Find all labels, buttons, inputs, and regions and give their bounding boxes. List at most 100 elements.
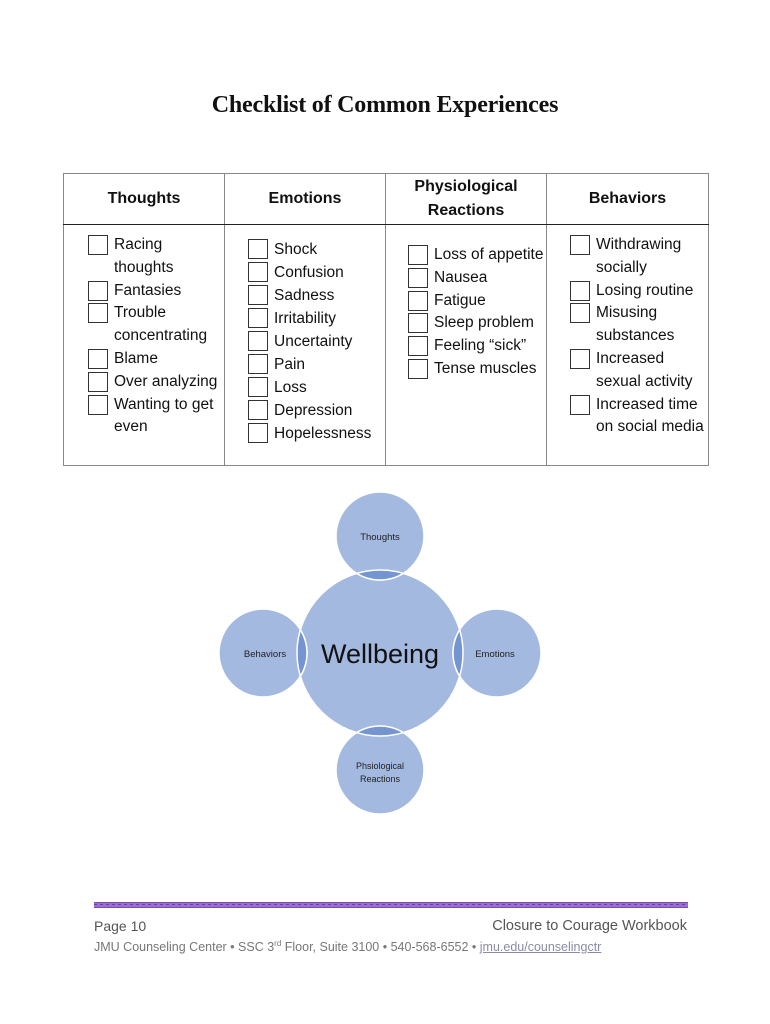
checkbox[interactable]: [408, 313, 428, 334]
checklist-item[interactable]: Over analyzing: [88, 371, 224, 394]
checklist-item-label: Misusing substances: [596, 304, 675, 345]
counseling-website-link[interactable]: jmu.edu/counselingctr: [479, 940, 602, 955]
checkbox[interactable]: [248, 331, 268, 351]
contact-prefix: JMU Counseling Center • SSC 3: [94, 940, 275, 955]
checklist-item[interactable]: Loss of appetite: [408, 244, 546, 267]
column-header-behaviors: Behaviors: [546, 173, 709, 225]
checklist-item[interactable]: Trouble concentrating: [88, 302, 224, 348]
checklist-item[interactable]: Misusing substances: [570, 302, 708, 348]
checklist-item[interactable]: Sadness: [248, 284, 385, 307]
physiological-overlap: [335, 725, 425, 736]
checkbox[interactable]: [570, 348, 590, 369]
checklist-item[interactable]: Tense muscles: [408, 358, 546, 381]
checklist-item-label: Feeling “sick”: [434, 337, 527, 355]
emotions-label: Emotions: [475, 649, 515, 660]
checkbox[interactable]: [248, 239, 268, 259]
checklist-item-label: Losing routine: [596, 281, 694, 299]
checkbox[interactable]: [88, 394, 108, 415]
checklist-item-label: Tense muscles: [434, 359, 537, 377]
checklist-item[interactable]: Irritability: [248, 307, 385, 330]
checklist-item[interactable]: Fatigue: [408, 290, 546, 313]
checkbox[interactable]: [248, 285, 268, 305]
checklist-item-label: Fantasies: [114, 281, 182, 299]
checklist-item-label: Trouble concentrating: [114, 304, 208, 345]
checklist-item-label: Fatigue: [434, 291, 486, 309]
checkbox[interactable]: [408, 245, 428, 265]
checklist-item-label: Wanting to get even: [114, 395, 214, 436]
checklist-item-label: Sadness: [274, 287, 335, 304]
column-header-physiological-text: Physiological Reactions: [414, 178, 518, 219]
checkbox[interactable]: [248, 354, 268, 374]
contact-sup: rd: [274, 939, 282, 948]
workbook-title: Closure to Courage Workbook: [492, 918, 687, 934]
wellbeing-diagram: Wellbeing Thoughts Emotions Behaviors Ph…: [218, 491, 542, 815]
checkbox[interactable]: [408, 358, 428, 379]
checklist-item-label: Nausea: [434, 268, 488, 286]
thoughts-overlap: [335, 570, 425, 581]
contact-suffix: Floor, Suite 3100 • 540-568-6552 •: [281, 940, 480, 955]
checkbox[interactable]: [88, 235, 108, 255]
checkbox[interactable]: [248, 400, 268, 420]
checkbox[interactable]: [248, 262, 268, 282]
checkbox[interactable]: [248, 308, 268, 328]
checkbox[interactable]: [88, 280, 108, 301]
behaviors-label: Behaviors: [244, 649, 286, 660]
behaviors-overlap: [297, 608, 308, 698]
thoughts-label: Thoughts: [360, 532, 400, 543]
checklist-item[interactable]: Increased time on social media: [570, 394, 708, 440]
checkbox[interactable]: [248, 423, 268, 443]
checklist-item-label: Withdrawing socially: [596, 236, 682, 276]
checklist-item[interactable]: Feeling “sick”: [408, 335, 546, 358]
checklist-item-label: Increased time on social media: [596, 395, 704, 436]
checklist-item[interactable]: Uncertainty: [248, 330, 385, 353]
column-header-thoughts: Thoughts: [63, 173, 225, 225]
checklist-item[interactable]: Sleep problem: [408, 312, 546, 335]
checkbox[interactable]: [408, 290, 428, 311]
physiological-label-line1: Phsiological: [356, 761, 404, 771]
checklist-item[interactable]: Confusion: [248, 261, 385, 284]
checkbox[interactable]: [408, 267, 428, 288]
checklist-item-label: Racing thoughts: [114, 236, 174, 276]
checklist-item[interactable]: Blame: [88, 348, 224, 371]
checklist-item[interactable]: Depression: [248, 399, 385, 422]
checklist-item[interactable]: Pain: [248, 353, 385, 376]
footer-contact: JMU Counseling Center • SSC 3rd Floor, S…: [94, 939, 601, 954]
checklist-item[interactable]: Racing thoughts: [88, 234, 224, 280]
checklist-item-label: Depression: [274, 402, 353, 419]
physiological-label-line2: Reactions: [360, 774, 401, 784]
checklist-item-label: Pain: [274, 356, 306, 373]
checklist-item[interactable]: Nausea: [408, 267, 546, 290]
checklist-item[interactable]: Losing routine: [570, 280, 708, 303]
experiences-checklist-table: Thoughts Emotions Physiological Reaction…: [63, 173, 709, 466]
checklist-item[interactable]: Wanting to get even: [88, 394, 224, 440]
checklist-item-label: Over analyzing: [114, 372, 218, 390]
checkbox[interactable]: [408, 336, 428, 357]
checklist-item-label: Increased sexual activity: [596, 349, 693, 390]
checklist-item[interactable]: Increased sexual activity: [570, 348, 708, 394]
checkbox[interactable]: [88, 303, 108, 324]
checkbox[interactable]: [88, 348, 108, 369]
checklist-item-label: Loss: [274, 379, 307, 396]
checklist-item[interactable]: Shock: [248, 238, 385, 261]
checkbox[interactable]: [570, 394, 590, 415]
checkbox[interactable]: [570, 303, 590, 324]
checkbox[interactable]: [88, 371, 108, 392]
page-title: Checklist of Common Experiences: [211, 92, 559, 118]
checkbox[interactable]: [248, 377, 268, 397]
checklist-item[interactable]: Hopelessness: [248, 422, 385, 445]
column-header-physiological: Physiological Reactions: [385, 173, 547, 225]
checklist-item[interactable]: Fantasies: [88, 280, 224, 303]
checklist-item-label: Sleep problem: [434, 314, 534, 332]
checklist-item-label: Hopelessness: [274, 425, 372, 442]
checklist-item-label: Loss of appetite: [434, 246, 544, 263]
checkbox[interactable]: [570, 280, 590, 301]
checkbox[interactable]: [570, 235, 590, 255]
page-number: Page 10: [94, 918, 147, 934]
checklist-item[interactable]: Withdrawing socially: [570, 234, 708, 280]
checklist-item[interactable]: Loss: [248, 376, 385, 399]
